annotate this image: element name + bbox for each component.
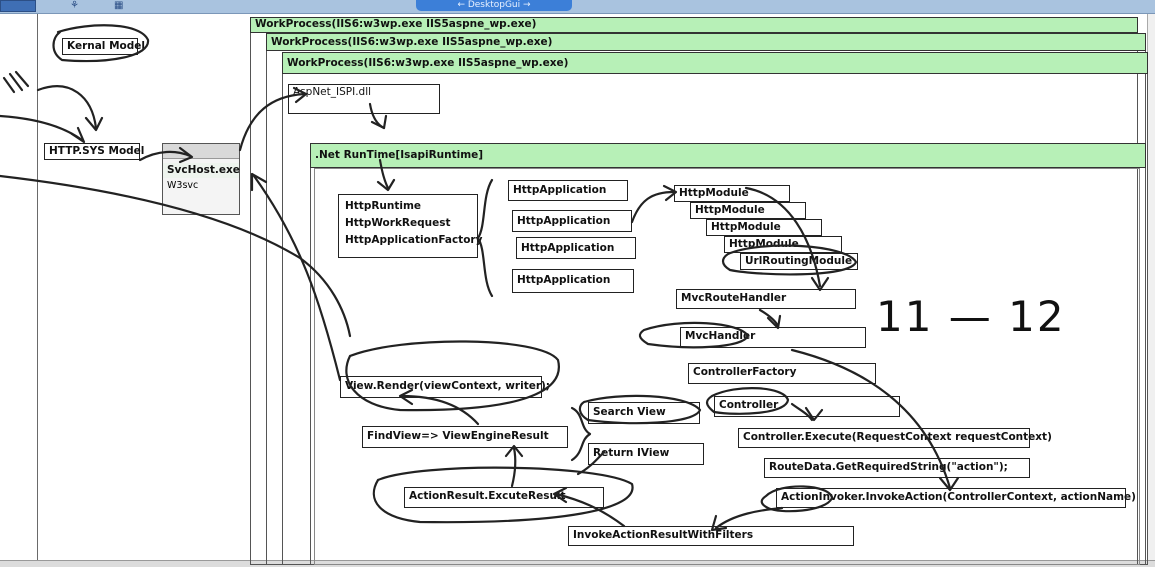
ink-circle — [52, 24, 150, 63]
ink-circle — [345, 340, 560, 412]
ink-arrow — [378, 158, 390, 190]
toolbar-icon[interactable]: ⚘ — [70, 0, 79, 11]
ink-arrow — [138, 150, 192, 162]
runtime-item: HttpApplicationFactory — [345, 233, 483, 246]
menu-button[interactable] — [0, 0, 36, 12]
workprocess-header-2: WorkProcess(IIS6:w3wp.exe IIS5aspne_wp.e… — [266, 33, 1146, 51]
net-runtime-inner — [314, 168, 1140, 565]
arrow-head — [376, 178, 396, 192]
ink-circle — [721, 244, 858, 276]
svchost-header — [163, 144, 239, 159]
http-module-box: HttpModule — [674, 185, 790, 203]
action-result-box: ActionResult.ExcuteResult — [404, 487, 604, 508]
kernal-model-box: Kernal Model — [62, 38, 145, 56]
w3svc-label: W3svc — [167, 180, 199, 192]
ink-arrow — [400, 394, 480, 426]
http-module-box: HttpModule — [706, 219, 822, 237]
ink-arrow — [554, 492, 626, 528]
arrow-head — [552, 486, 568, 504]
arrow-head — [710, 514, 728, 532]
ink-arrow — [758, 308, 780, 328]
ink-arrow — [790, 402, 824, 422]
ink-arrow — [238, 92, 306, 152]
return-iview-box: Return IView — [588, 443, 704, 465]
arrow-head — [938, 476, 960, 492]
ink-arrow — [790, 348, 952, 490]
mvc-handler-box: MvcHandler — [680, 327, 866, 348]
http-application-box: HttpApplication — [508, 180, 628, 201]
mvc-route-handler-box: MvcRouteHandler — [676, 289, 856, 309]
runtime-item: HttpWorkRequest — [345, 216, 451, 229]
ink-brace — [570, 406, 592, 462]
arrow-head — [84, 116, 104, 132]
runtime-item: HttpRuntime — [345, 200, 422, 212]
ink-circle — [638, 321, 750, 349]
arrow-head — [70, 126, 86, 144]
ink-circle — [372, 466, 634, 524]
http-application-box: HttpApplication — [516, 237, 636, 259]
http-application-box: HttpApplication — [512, 269, 634, 293]
aspnet-isapi-box: AspNet_ISPI.dll — [288, 84, 440, 114]
runtime-list-box: HttpRuntime HttpWorkRequest HttpApplicat… — [338, 194, 483, 258]
svchost-label: SvcHost.exe — [163, 163, 240, 179]
ink-arrow — [744, 186, 822, 288]
arrow-head — [178, 146, 194, 164]
ink-circle — [760, 485, 834, 513]
arrow-head — [292, 86, 308, 104]
ink-arrow — [0, 114, 84, 142]
svchost-frame: SvcHost.exe W3svc — [162, 143, 240, 215]
http-sys-model-box: HTTP.SYS Model — [44, 143, 144, 161]
find-view-box: FindView=> ViewEngineResult — [362, 426, 568, 448]
ink-line — [0, 174, 352, 338]
ink-circle — [578, 394, 702, 425]
arrow-head — [398, 388, 414, 406]
http-application-box: HttpApplication — [512, 210, 632, 232]
arrow-head — [504, 444, 524, 458]
view-render-box: View.Render(viewContext, writer); — [340, 376, 550, 398]
arrow-head — [662, 184, 678, 202]
toolbar-icon[interactable]: ▦ — [114, 0, 124, 11]
ink-arrow — [630, 190, 676, 224]
horizontal-scrollbar[interactable] — [0, 560, 1155, 567]
route-data-box: RouteData.GetRequiredString("action"); — [764, 458, 1030, 478]
scribble — [2, 70, 30, 94]
arrow-head — [810, 276, 830, 292]
ink-arrow — [714, 506, 784, 530]
top-toolbar — [0, 0, 1155, 14]
ink-circle — [705, 387, 790, 415]
ink-brace — [576, 450, 606, 476]
ink-arrow — [510, 446, 517, 488]
url-routing-module-box: UrlRoutingModule — [740, 253, 858, 271]
controller-factory-box: ControllerFactory — [688, 363, 876, 384]
workprocess-header-3: WorkProcess(IIS6:w3wp.exe IIS5aspne_wp.e… — [282, 52, 1148, 74]
desktop-gui-pill[interactable]: ← DesktopGui → — [416, 0, 572, 11]
workprocess-header-1: WorkProcess(IIS6:w3wp.exe IIS5aspne_wp.e… — [250, 17, 1138, 33]
ink-arrow — [252, 174, 342, 382]
ink-brace — [476, 178, 494, 298]
arrow-head — [766, 314, 782, 330]
arrow-head — [370, 114, 388, 130]
pill-label: DesktopGui — [467, 0, 521, 10]
handwritten-note: 11 — 12 — [876, 292, 1066, 341]
controller-execute-box: Controller.Execute(RequestContext reques… — [738, 428, 1052, 448]
invoke-action-result-box: InvokeActionResultWithFilters — [568, 526, 854, 546]
http-module-box: HttpModule — [690, 202, 806, 220]
arrow-head — [250, 172, 268, 192]
net-runtime-header: .Net RunTime[IsapiRuntime] — [310, 143, 1146, 168]
ink-arrow — [36, 85, 98, 130]
left-panel — [0, 14, 38, 560]
